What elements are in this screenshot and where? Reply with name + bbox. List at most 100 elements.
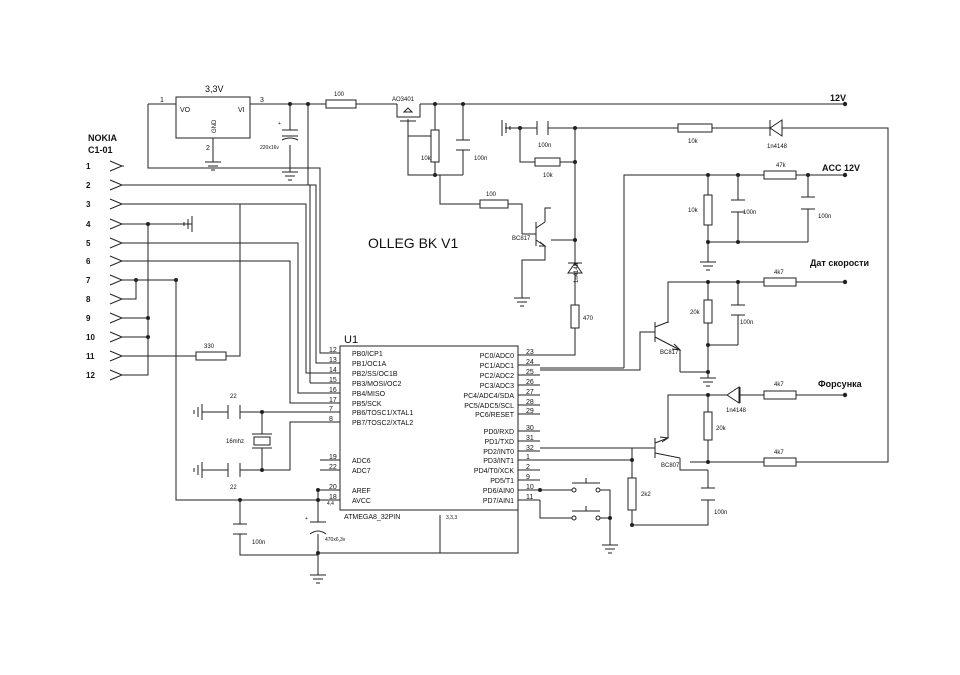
- mcu-pin-name: PB0/ICP1: [352, 351, 383, 358]
- svg-text:100n: 100n: [740, 320, 753, 326]
- resistor-470: 470: [570, 304, 594, 329]
- net-label-speed: Дат скорости: [810, 258, 869, 268]
- mcu-pin-name: AVCC: [352, 498, 371, 505]
- mcu-pin-number: 1: [526, 454, 530, 461]
- mcu-pin-number: 30: [526, 425, 534, 432]
- mcu-pin-name: ADC7: [352, 468, 371, 475]
- svg-text:20k: 20k: [690, 310, 701, 316]
- connector-pin-number: 10: [86, 333, 95, 342]
- svg-text:100n: 100n: [818, 214, 831, 220]
- mcu-pin-number: 17: [329, 397, 337, 404]
- q2-label: BC817: [660, 350, 679, 356]
- connector-pin-number: 12: [86, 371, 95, 380]
- mcu-pin-name: PD6/AIN0: [483, 488, 514, 495]
- push-button-2: [571, 506, 601, 521]
- connector-pin-arrow-icon: [109, 350, 124, 362]
- mcu-pin-number: 29: [526, 408, 534, 415]
- capacitor-22-bottom: 22: [227, 463, 241, 491]
- mcu-pin-number: 2: [526, 464, 530, 471]
- q1-label: BC817: [512, 236, 531, 242]
- connector-name-line1: NOKIA: [88, 133, 118, 143]
- svg-text:10k: 10k: [688, 139, 699, 145]
- resistor-10k-diode: 10k: [677, 123, 713, 145]
- svg-text:4k7: 4k7: [774, 270, 784, 276]
- resistor-100-base: 100: [479, 192, 509, 209]
- ground-icon: [282, 171, 298, 181]
- transistor-q1: BC817: [512, 221, 547, 247]
- resistor-4k7-speed: 4k7: [763, 270, 797, 287]
- mcu-right-pins: 23PC0/ADC024PC1/ADC125PC2/ADC226PC3/ADC3…: [463, 349, 540, 505]
- mcu-pin-number: 19: [329, 454, 337, 461]
- connector-pin-arrow-icon: [109, 237, 124, 249]
- mcu-pin-name: PC1/ADC1: [480, 363, 514, 370]
- mcu-pin-name: PD1/TXD: [484, 439, 514, 446]
- mcu-pin-number: 10: [526, 484, 534, 491]
- mcu-pin-name: PD5/T1: [490, 478, 514, 485]
- mcu-pin-number: 8: [329, 416, 333, 423]
- mcu-pin-number: 11: [526, 494, 533, 501]
- capacitor-470uf: + 470x6,3v: [305, 516, 346, 543]
- connector-pin-arrow-icon: [109, 179, 124, 191]
- crystal-16mhz: 16mhz: [226, 433, 272, 449]
- mcu-pin-name: PC2/ADC2: [480, 373, 514, 380]
- mcu-pin-name: AREF: [352, 488, 371, 495]
- mcu-pin-name: PB7/TOSC2/XTAL2: [352, 420, 413, 427]
- mcu-pin-number: 31: [526, 435, 534, 442]
- mcu-pin-number: 12: [329, 347, 337, 354]
- svg-text:22: 22: [230, 394, 237, 400]
- mcu-pin-number: 26: [526, 379, 534, 386]
- connector-pin-arrow-icon: [109, 198, 124, 210]
- mcu-small-label: 4,4: [327, 501, 334, 507]
- svg-text:100n: 100n: [714, 510, 727, 516]
- mcu-pin-name: PD2/INT0: [483, 449, 514, 456]
- connector-pin-arrow-icon: [109, 160, 124, 172]
- diode-top: 1n4148: [767, 119, 790, 150]
- regulator-gnd: GND: [212, 119, 218, 133]
- resistor-330: 330: [195, 344, 227, 361]
- mosfet-label: AO3401: [392, 97, 415, 103]
- mcu-pin-name: PB6/TOSC1/XTAL1: [352, 410, 413, 417]
- svg-text:100n: 100n: [474, 156, 487, 162]
- capacitor-22-top: 22: [227, 394, 241, 419]
- mcu-pin-name: PC5/ADC5/SCL: [464, 403, 514, 410]
- connector-pin-number: 4: [86, 220, 91, 229]
- capacitor-100n-acc2: 100n: [801, 196, 831, 220]
- mcu-pin-name: PD7/AIN1: [483, 498, 514, 505]
- ground-symbols: [183, 120, 716, 584]
- capacitor-100n-speed: 100n: [731, 304, 753, 326]
- connector-pin-number: 11: [86, 352, 95, 361]
- mcu-pin-number: 23: [526, 349, 534, 356]
- mcu-pin-number: 20: [329, 484, 337, 491]
- svg-text:47k: 47k: [776, 163, 787, 169]
- ground-icon: [501, 120, 511, 136]
- ground-icon: [205, 161, 221, 171]
- svg-text:10k: 10k: [543, 173, 554, 179]
- mcu-small-label2: 3,3,3: [446, 515, 457, 521]
- regulator-vo: VO: [180, 107, 191, 114]
- svg-text:100: 100: [486, 192, 497, 198]
- regulator-vi: VI: [238, 107, 245, 114]
- mosfet-ao3401: AO3401: [392, 97, 421, 122]
- resistor-4k7-injector: 4k7: [763, 382, 797, 400]
- regulator-pin3: 3: [260, 97, 264, 104]
- mcu-pin-number: 9: [526, 474, 530, 481]
- ground-icon: [700, 261, 716, 271]
- mcu-pin-number: 13: [329, 357, 337, 364]
- svg-text:100: 100: [334, 92, 345, 98]
- mcu-pin-number: 7: [329, 406, 333, 413]
- ground-icon: [183, 216, 193, 232]
- mcu-pin-number: 16: [329, 387, 337, 394]
- diode-injector: 1n4148: [726, 386, 747, 414]
- cap-220-label: 220x16v: [260, 145, 279, 151]
- mcu-ref: U1: [344, 334, 358, 346]
- capacitor-100n-acc1: 100n: [731, 199, 756, 216]
- svg-text:16mhz: 16mhz: [226, 439, 244, 445]
- connector-pin-number: 1: [86, 162, 91, 171]
- resistor-10k-top: 10k: [534, 157, 561, 179]
- mcu-pin-number: 22: [329, 464, 337, 471]
- mcu-pin-name: PD0/RXD: [484, 429, 514, 436]
- resistor-4k7-low: 4k7: [763, 450, 797, 467]
- mcu-pin-number: 18: [329, 494, 337, 501]
- transistor-q2: BC817: [650, 321, 682, 356]
